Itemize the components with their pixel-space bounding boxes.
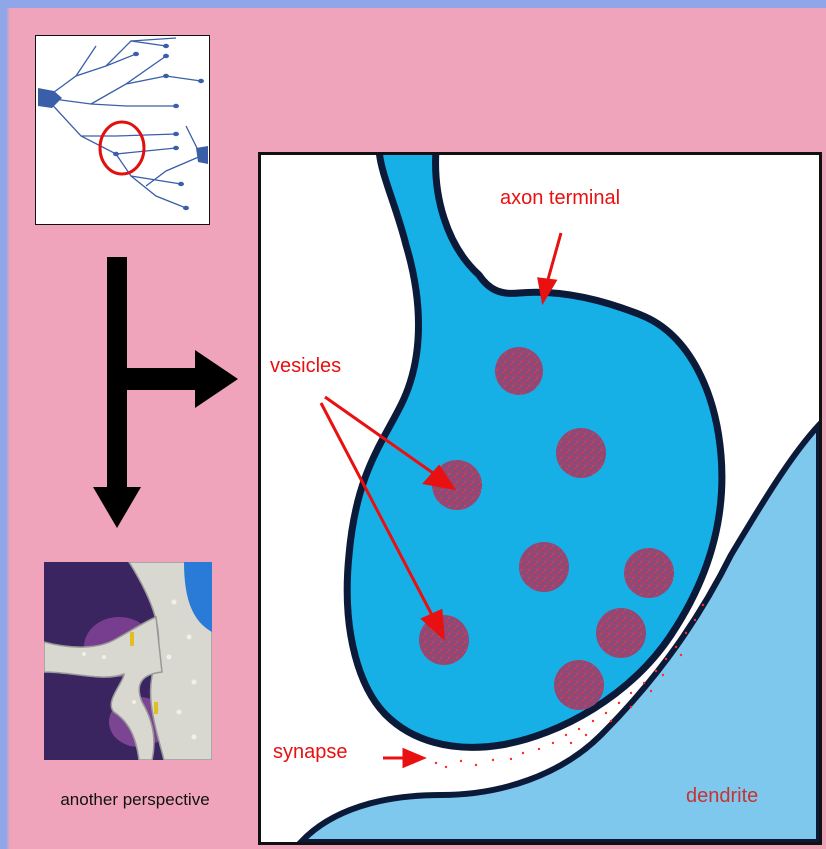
axon-terminal-label: axon terminal bbox=[500, 187, 620, 210]
synapse-diagram bbox=[261, 155, 819, 842]
synapse-micrograph-image bbox=[44, 562, 212, 760]
synapse-label: synapse bbox=[273, 741, 348, 764]
synapse-micrograph-thumbnail bbox=[44, 562, 212, 760]
perspective-caption: another perspective bbox=[20, 790, 250, 810]
right-arrow-icon bbox=[127, 350, 238, 408]
vesicles-label: vesicles bbox=[270, 355, 341, 378]
dendrite-label: dendrite bbox=[686, 785, 758, 808]
down-arrow-icon bbox=[93, 257, 141, 528]
